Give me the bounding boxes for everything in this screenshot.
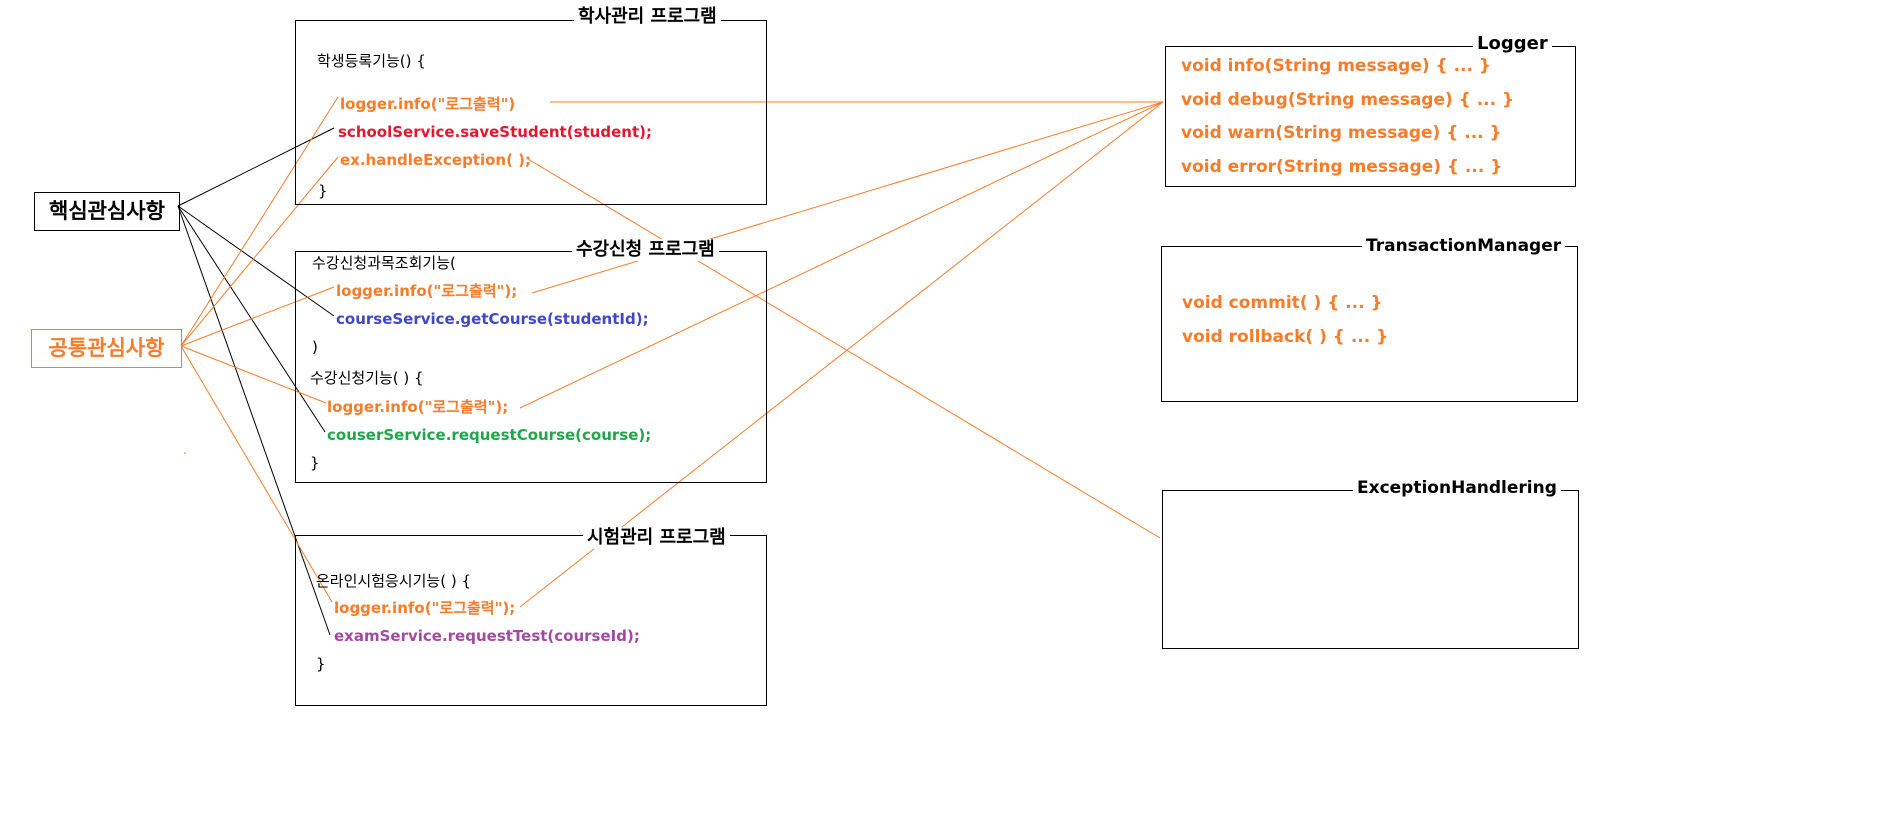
core-to-get-course-line: [177, 205, 335, 317]
handle-exception-call: ex.handleException( );: [340, 151, 532, 169]
logger-warn-method: void warn(String message) { ... }: [1181, 123, 1502, 143]
exam-program-title: 시험관리 프로그램: [583, 527, 730, 549]
log-4-to-logger-line: [519, 101, 1164, 608]
core-to-save-student-line: [177, 127, 335, 207]
exception-to-handler-line: [527, 158, 1161, 539]
academic-log-call: logger.info("로그출력"): [340, 95, 516, 113]
course-lookup-header: 수강신청과목조회기능(: [312, 254, 456, 272]
save-student-call: schoolService.saveStudent(student);: [338, 123, 652, 141]
exception-handler-title: ExceptionHandlering: [1353, 477, 1561, 499]
logger-title: Logger: [1473, 33, 1552, 55]
course-lookup-close: ): [312, 338, 318, 356]
stray-dot: [184, 452, 186, 454]
online-exam-close: }: [316, 655, 326, 673]
logger-info-method: void info(String message) { ... }: [1181, 56, 1491, 76]
logger-box: [1165, 46, 1576, 187]
course-request-close: }: [310, 454, 320, 472]
online-exam-log-call: logger.info("로그출력");: [334, 599, 516, 617]
common-concern-label: 공통관심사항: [31, 329, 182, 368]
common-to-log-1-line: [180, 96, 339, 347]
common-to-log-2-line: [180, 286, 335, 347]
enrollment-program-title: 수강신청 프로그램: [572, 239, 719, 261]
academic-close-brace: }: [318, 182, 328, 200]
transaction-manager-title: TransactionManager: [1362, 235, 1566, 257]
logger-debug-method: void debug(String message) { ... }: [1181, 90, 1515, 110]
request-test-call: examService.requestTest(courseId);: [334, 627, 640, 645]
request-course-call: couserService.requestCourse(course);: [327, 426, 652, 444]
exception-handler-box: [1162, 490, 1579, 649]
core-to-request-test-line: [177, 205, 331, 636]
transaction-manager-box: [1161, 246, 1578, 402]
commit-method: void commit( ) { ... }: [1182, 293, 1383, 313]
common-to-log-3-line: [180, 345, 327, 404]
academic-program-box: [295, 20, 767, 205]
rollback-method: void rollback( ) { ... }: [1182, 327, 1389, 347]
log-3-to-logger-line: [519, 101, 1164, 409]
logger-error-method: void error(String message) { ... }: [1181, 157, 1503, 177]
academic-method-header: 학생등록기능() {: [317, 52, 426, 70]
online-exam-header: 온라인시험응시기능( ) {: [316, 572, 471, 590]
common-to-handle-exception-line: [180, 156, 339, 347]
core-concern-label: 핵심관심사항: [34, 192, 180, 231]
course-request-log-call: logger.info("로그출력");: [327, 398, 509, 416]
course-lookup-log-call: logger.info("로그출력");: [336, 282, 518, 300]
course-request-header: 수강신청기능( ) {: [310, 369, 424, 387]
academic-program-title: 학사관리 프로그램: [574, 6, 721, 28]
log-2-to-logger-line: [531, 101, 1164, 294]
enrollment-program-box: [295, 251, 767, 483]
common-to-log-4-line: [180, 345, 333, 603]
exam-program-box: [295, 535, 767, 706]
get-course-call: courseService.getCourse(studentId);: [336, 310, 649, 328]
